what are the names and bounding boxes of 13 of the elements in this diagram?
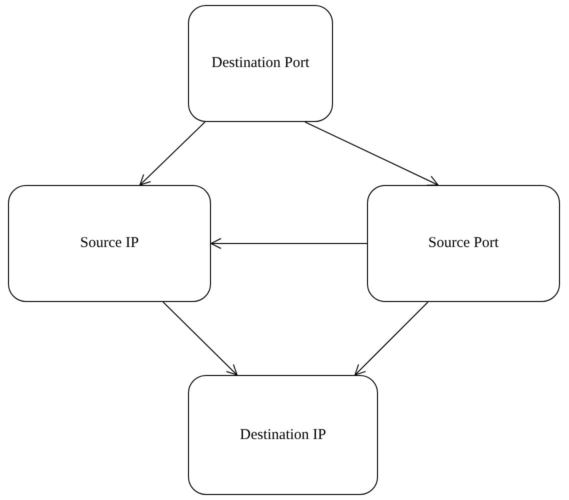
arrow [354,302,428,376]
rounded-box [8,185,211,302]
rounded-box [188,5,333,122]
arrow [139,122,206,186]
node-label: Source IP [80,234,139,254]
node-label: Destination IP [240,426,326,445]
arrow [304,122,439,186]
arrow [210,238,368,249]
node-label: Source Port [428,234,499,254]
rounded-box [188,375,378,495]
arrow [162,302,238,376]
node-label: Destination Port [212,54,310,74]
rounded-box [367,185,560,302]
